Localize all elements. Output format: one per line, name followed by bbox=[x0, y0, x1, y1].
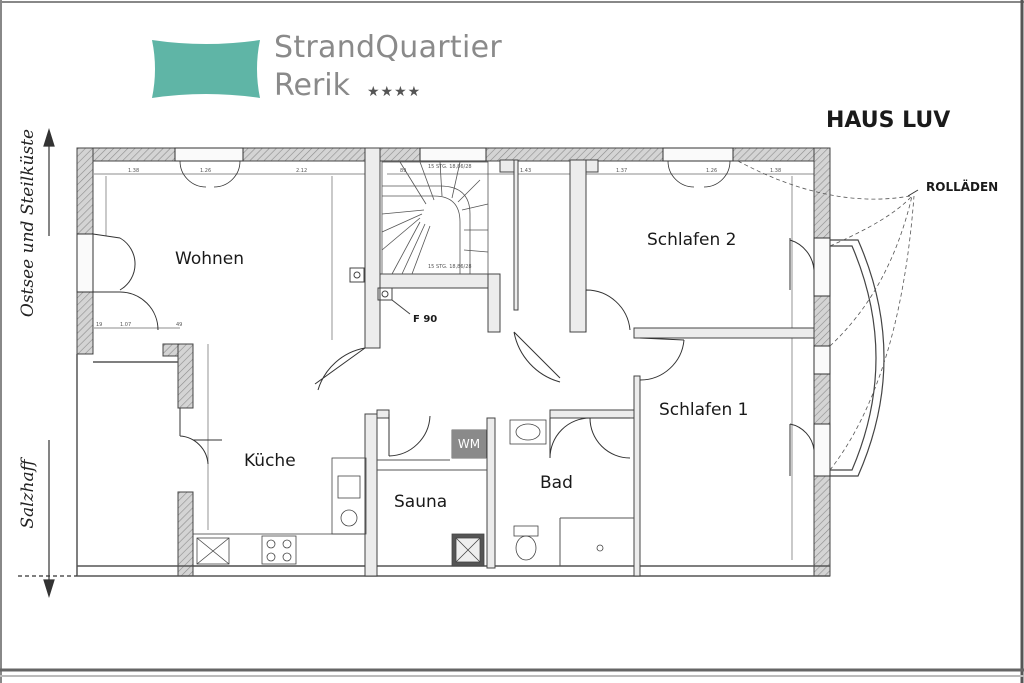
side-label-lagoon: Salzhaff bbox=[18, 459, 38, 529]
stairs-text: 15 STG. 18,86/28 15 STG. 18,86/28 bbox=[428, 164, 472, 270]
interior-lines bbox=[377, 459, 634, 566]
svg-text:15 STG. 18,86/28: 15 STG. 18,86/28 bbox=[428, 264, 472, 270]
dimension-text: 1.38 1.26 2.12 24 89 1.43 16 1.37 1.26 1… bbox=[96, 168, 781, 328]
room-label-schlafen-1: Schlafen 1 bbox=[659, 400, 749, 420]
window-sashes bbox=[179, 160, 731, 188]
staircase bbox=[381, 161, 489, 275]
house-name: HAUS LUV bbox=[826, 108, 951, 133]
brand-name: StrandQuartier bbox=[274, 30, 503, 65]
svg-text:1.43: 1.43 bbox=[520, 168, 531, 174]
svg-text:1.37: 1.37 bbox=[616, 168, 627, 174]
svg-text:19: 19 bbox=[96, 322, 102, 328]
outer-walls bbox=[76, 147, 831, 577]
washing-machine-label: WM bbox=[452, 430, 486, 458]
brand-location: Rerik bbox=[274, 68, 350, 103]
rating-stars: ★★★★ bbox=[367, 84, 422, 100]
logo-pillow-icon bbox=[152, 40, 260, 98]
room-label-kueche: Küche bbox=[244, 451, 296, 471]
door-swings bbox=[92, 233, 815, 476]
f90-markers bbox=[349, 267, 411, 315]
kitchen-fixtures bbox=[192, 457, 367, 567]
svg-text:49: 49 bbox=[176, 322, 182, 328]
dimension-lines bbox=[94, 173, 815, 560]
shutters-label: ROLLÄDEN bbox=[926, 180, 999, 194]
side-label-coast: Ostsee und Steilküste bbox=[18, 128, 38, 318]
svg-text:1.07: 1.07 bbox=[120, 322, 131, 328]
svg-text:2.12: 2.12 bbox=[296, 168, 307, 174]
balcony bbox=[830, 239, 885, 477]
shutter-arrow bbox=[907, 189, 919, 197]
room-label-wohnen: Wohnen bbox=[175, 249, 244, 269]
orientation-arrows bbox=[18, 127, 77, 599]
room-label-bad: Bad bbox=[540, 473, 573, 493]
room-label-schlafen-2: Schlafen 2 bbox=[647, 230, 737, 250]
fire-rating-label: F 90 bbox=[413, 314, 438, 325]
room-label-sauna: Sauna bbox=[394, 492, 448, 512]
svg-text:1.38: 1.38 bbox=[770, 168, 781, 174]
svg-text:1.26: 1.26 bbox=[706, 168, 717, 174]
svg-text:15 STG. 18,86/28: 15 STG. 18,86/28 bbox=[428, 164, 472, 170]
svg-text:89: 89 bbox=[400, 168, 406, 174]
svg-text:1.38: 1.38 bbox=[128, 168, 139, 174]
interior-walls bbox=[364, 147, 815, 577]
svg-text:1.26: 1.26 bbox=[200, 168, 211, 174]
windows bbox=[76, 147, 831, 477]
shutter-lines bbox=[737, 160, 915, 471]
